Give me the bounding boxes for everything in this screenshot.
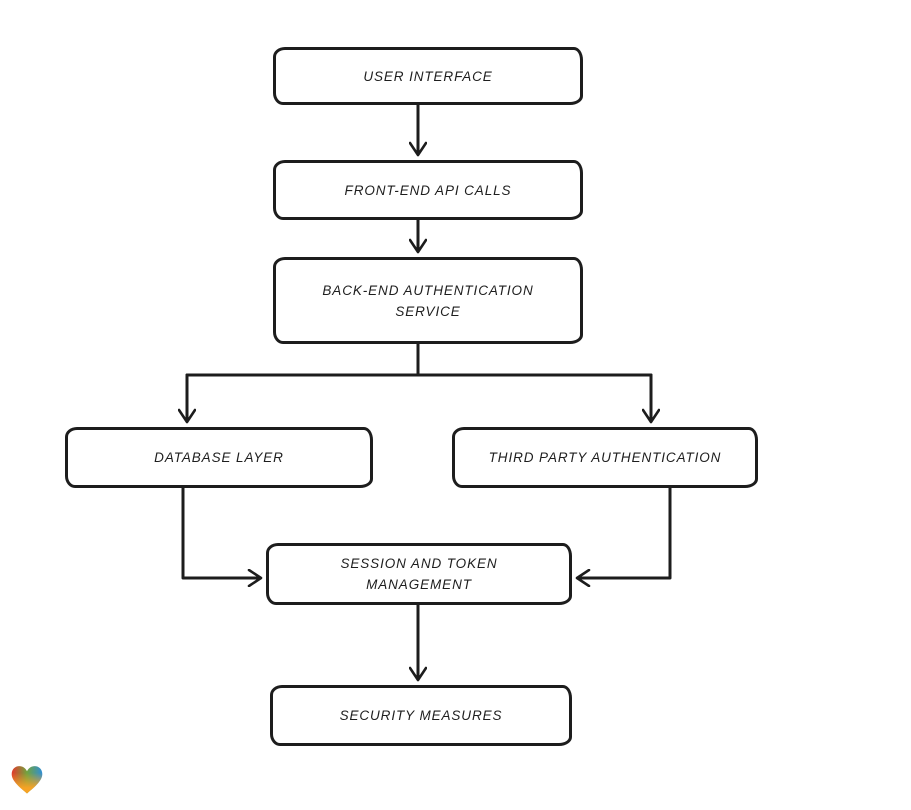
node-label: SESSION AND TOKEN MANAGEMENT bbox=[340, 556, 498, 592]
heart-shape-overlay bbox=[11, 766, 43, 794]
node-database-layer[interactable]: DATABASE LAYER bbox=[65, 427, 373, 488]
node-session-and-token-management[interactable]: SESSION AND TOKEN MANAGEMENT bbox=[266, 543, 572, 605]
node-label: THIRD PARTY AUTHENTICATION bbox=[488, 450, 722, 465]
node-front-end-api-calls[interactable]: FRONT-END API CALLS bbox=[273, 160, 583, 220]
node-label: BACK-END AUTHENTICATION SERVICE bbox=[322, 282, 534, 319]
node-label: FRONT-END API CALLS bbox=[344, 182, 512, 198]
edge-database-layer-to-session-and-token-management bbox=[181, 486, 260, 578]
node-label: DATABASE LAYER bbox=[154, 450, 284, 465]
node-label: USER INTERFACE bbox=[363, 68, 493, 84]
node-security-measures[interactable]: SECURITY MEASURES bbox=[270, 685, 572, 746]
node-label: SECURITY MEASURES bbox=[339, 708, 503, 723]
node-back-end-authentication-service[interactable]: BACK-END AUTHENTICATION SERVICE bbox=[273, 257, 583, 344]
node-third-party-authentication[interactable]: THIRD PARTY AUTHENTICATION bbox=[452, 427, 758, 488]
edge-third-party-authentication-to-session-and-token-management bbox=[578, 486, 672, 578]
gradient-heart-logo[interactable] bbox=[10, 764, 44, 796]
node-user-interface[interactable]: USER INTERFACE bbox=[273, 47, 583, 105]
